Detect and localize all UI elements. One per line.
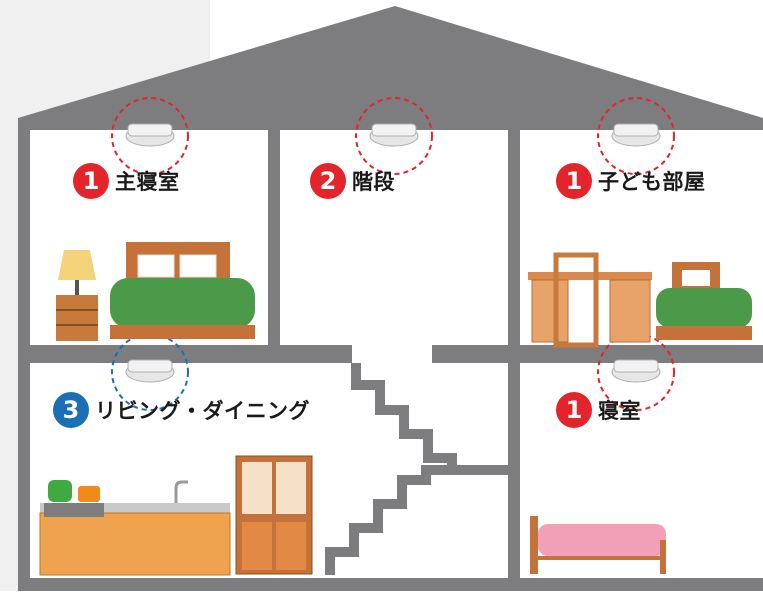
room-label-master-bedroom: 1 主寝室 <box>73 163 180 199</box>
room-name: 子ども部屋 <box>598 170 706 194</box>
room-name: 寝室 <box>598 399 641 423</box>
staircase-icon <box>325 363 508 575</box>
room-number-badge: 1 <box>556 392 592 428</box>
bed-icon <box>530 516 666 574</box>
room-number-badge: 2 <box>310 163 346 199</box>
nightstand <box>56 295 98 341</box>
smoke-detector-icon <box>597 333 675 411</box>
room-number-badge: 1 <box>73 163 109 199</box>
smoke-detector-icon <box>597 97 675 175</box>
bed-icon <box>110 242 255 339</box>
room-name: 主寝室 <box>115 170 180 194</box>
smoke-detector-icon <box>111 97 189 175</box>
room-label-stairs: 2 階段 <box>310 163 395 199</box>
kettle-icon <box>48 480 72 502</box>
chair-icon <box>553 252 599 348</box>
room-label-kids-room: 1 子ども部屋 <box>556 163 706 199</box>
room-label-living-dining: 3 リビング・ダイニング <box>53 392 310 428</box>
smoke-detector-icon <box>355 97 433 175</box>
smoke-detector-icon <box>111 333 189 411</box>
room-name: 階段 <box>352 170 395 194</box>
faucet-icon <box>174 480 188 503</box>
pot-icon <box>78 486 100 502</box>
cupboard-icon <box>235 455 313 575</box>
kitchen-counter-icon <box>39 503 231 576</box>
room-label-bedroom: 1 寝室 <box>556 392 641 428</box>
room-number-badge: 1 <box>556 163 592 199</box>
desk-icon <box>528 272 652 343</box>
lamp-icon <box>58 250 96 295</box>
bed-icon <box>656 262 752 340</box>
room-number-badge: 3 <box>53 392 89 428</box>
room-name: リビング・ダイニング <box>95 399 310 423</box>
stair-opening <box>352 345 432 363</box>
